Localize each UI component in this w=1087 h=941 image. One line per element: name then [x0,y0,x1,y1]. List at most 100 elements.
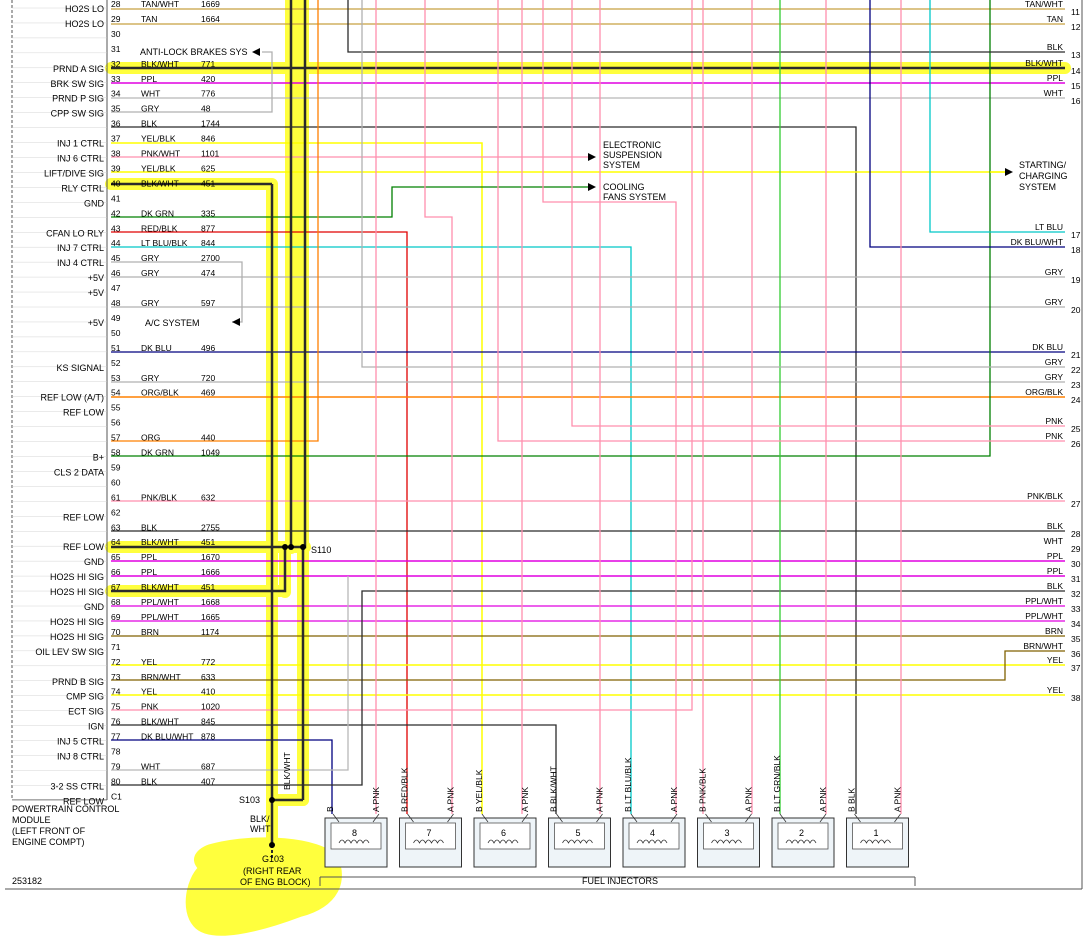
pin-signal-name: INJ 7 CTRL [57,243,104,253]
arrow-ac [232,318,240,326]
wire-color-label: GRY [141,253,160,263]
pin-signal-name: PRND A SIG [53,64,104,74]
circuit-number: 469 [201,388,215,398]
pin-number: 53 [111,373,121,383]
injector-coil-box [405,822,456,850]
pin-number: 66 [111,567,121,577]
pin-number: 67 [111,582,121,592]
wire-color-label: PNK/WHT [141,149,180,159]
pin-number: 32 [111,59,121,69]
injector-coil-symbol [785,839,817,844]
suspension-label-3: SYSTEM [603,160,640,170]
right-reference-number: 19 [1071,275,1081,285]
pin-number: 31 [111,44,121,54]
right-wire-label: BRN [1045,626,1063,636]
injector-b-wire-label: B BLK/WHT [549,766,559,812]
right-reference-number: 15 [1071,81,1081,91]
right-wire-label: ORG/BLK [1025,387,1063,397]
pin-number: 34 [111,89,121,99]
circuit-number: 1744 [201,119,220,129]
injector-coil-box [330,822,382,850]
wire-color-label: BLK [141,522,157,532]
wire-color-label: GRY [141,104,160,114]
right-wire-label: PNK/BLK [1027,491,1063,501]
pin-number: 79 [111,761,121,771]
right-reference-number: 16 [1071,96,1081,106]
pin-number: 77 [111,732,121,742]
pin-signal-name: +5V [88,273,104,283]
pin-number: 45 [111,253,121,263]
injector-a-wire-label: A PNK [446,787,456,812]
pin-number: 49 [111,313,121,323]
pin-number: 42 [111,208,121,218]
right-wire-label: BLK [1047,581,1063,591]
circuit-number: 451 [201,582,215,592]
right-wire-label: GRY [1045,372,1064,382]
right-reference-number: 22 [1071,365,1081,375]
pin-signal-name: B+ [93,453,104,463]
right-reference-number: 32 [1071,589,1081,599]
pin-signal-name: REF LOW (A/T) [41,393,105,403]
circuit-number: 1665 [201,612,220,622]
ground-wire-label-1: BLK/ [250,814,270,824]
circuit-number: 776 [201,89,215,99]
right-wire-label: PNK [1046,416,1064,426]
pin-number: 73 [111,672,121,682]
pin-signal-name: HO2S HI SIG [50,572,104,582]
injector-terminal-b [854,813,861,823]
suspension-label-1: ELECTRONIC [603,140,662,150]
wire-color-label: YEL/BLK [141,163,176,173]
circuit-number: 597 [201,298,215,308]
pin-signal-name: INJ 8 CTRL [57,752,104,762]
injector-terminal-b [481,813,489,823]
right-wire-label: BLK [1047,521,1063,531]
pin-number: 56 [111,418,121,428]
wire-color-label: ORG/BLK [141,388,179,398]
arrow-abs [252,48,260,56]
injector-b-wire-label: B LT GRN/BLK [772,755,782,812]
diagram-id: 253182 [12,876,42,886]
right-wire-label: DK BLU/WHT [1011,237,1063,247]
wire-color-label: PPL [141,567,157,577]
wire-color-label: WHT [141,761,160,771]
wire-color-label: BLK/WHT [141,582,179,592]
injector-a-wire-label: A PNK [893,787,903,812]
circuit-number: 1670 [201,552,220,562]
wire-color-label: PNK [141,702,159,712]
pin-number: 40 [111,178,121,188]
right-reference-number: 12 [1071,22,1081,32]
pin-number: 47 [111,283,121,293]
injector-coil-symbol [562,839,593,844]
pin-number: 68 [111,597,121,607]
wire-pin77-dk-blu-wht [111,739,333,814]
right-wire-label: DK BLU [1032,342,1063,352]
injector-terminal-b [556,813,563,823]
pin-number: 60 [111,477,121,487]
wire-color-label: RED/BLK [141,223,178,233]
pcm-name-3: (LEFT FRONT OF [12,826,86,836]
circuit-number: 1049 [201,448,220,458]
injector-coil-box [554,822,605,850]
pin-signal-name: KS SIGNAL [56,363,104,373]
wire-color-label: BLK [141,119,157,129]
starting-label-3: SYSTEM [1019,182,1056,192]
splice-dots [269,544,306,848]
abs-label: ANTI-LOCK BRAKES SYS [140,47,248,57]
pin-number: 35 [111,104,121,114]
injector-a-wire-label: A PNK [371,787,381,812]
pin-number: 28 [111,0,121,9]
pin-number: 71 [111,642,121,652]
right-reference-number: 33 [1071,604,1081,614]
right-reference-number: 24 [1071,395,1081,405]
wire-pin79-wht [111,576,349,771]
pin-signal-name: 3-2 SS CTRL [50,781,104,791]
pin-number: 43 [111,223,121,233]
right-reference-number: 20 [1071,305,1081,315]
pin-number: 70 [111,627,121,637]
arrow-cooling [588,183,596,191]
pin-number: 69 [111,612,121,622]
wire-color-label: GRY [141,268,160,278]
wire-right22-gry [361,0,1065,368]
